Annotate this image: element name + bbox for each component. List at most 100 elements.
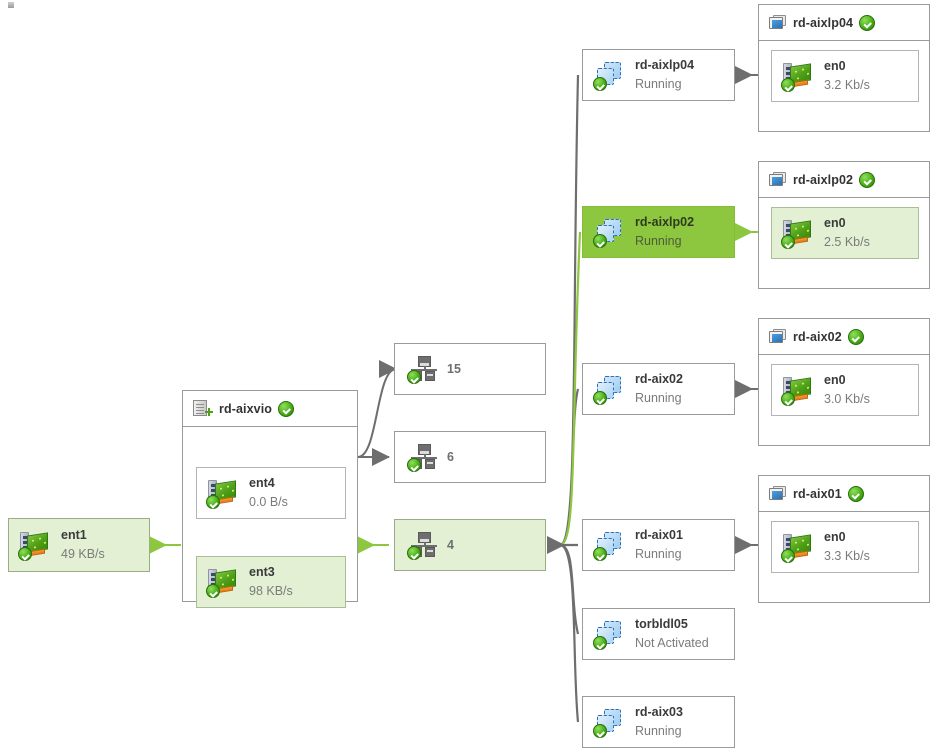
system-title: rd-aix02 — [793, 329, 842, 344]
system-icon — [769, 14, 787, 31]
adapter-en0[interactable]: en0 3.3 Kb/s — [771, 521, 919, 573]
system-title: rd-aixlp02 — [793, 172, 854, 187]
ok-check-icon — [593, 234, 607, 248]
lpar-node-rd-aixlp04[interactable]: rd-aixlp04 Running — [582, 49, 735, 101]
lpar-icon — [593, 708, 625, 738]
network-adapter-icon — [781, 62, 815, 92]
lpar-icon — [593, 218, 625, 248]
adapter-en0[interactable]: en0 3.0 Kb/s — [771, 364, 919, 416]
lpar-state: Running — [635, 546, 682, 561]
ok-check-icon — [206, 495, 220, 509]
lpar-icon — [593, 375, 625, 405]
adapter-rate: 3.3 Kb/s — [824, 548, 870, 563]
ok-check-icon — [18, 547, 32, 561]
adapter-name: en0 — [824, 215, 846, 230]
ok-check-icon — [781, 78, 795, 92]
lpar-icon — [593, 620, 625, 650]
lpar-node-rd-aixlp02[interactable]: rd-aixlp02 Running — [582, 206, 735, 258]
adapter-rate: 3.0 Kb/s — [824, 391, 870, 406]
corner-artifact — [8, 2, 14, 8]
vios-title: rd-aixvio — [219, 401, 272, 416]
system-panel-rd-aixlp04: rd-aixlp04 en0 3.2 Kb/s — [758, 4, 930, 132]
lpar-icon — [593, 531, 625, 561]
ok-check-icon — [593, 391, 607, 405]
lpar-state: Running — [635, 390, 682, 405]
lpar-node-torbldl05[interactable]: torbldl05 Not Activated — [582, 608, 735, 660]
ok-check-icon — [593, 547, 607, 561]
ok-check-icon — [407, 458, 421, 472]
network-adapter-icon — [206, 568, 240, 598]
vios-body: ent4 0.0 B/s ent3 98 KB/s — [183, 427, 357, 608]
lpar-state: Not Activated — [635, 635, 709, 650]
lpar-node-rd-aix02[interactable]: rd-aix02 Running — [582, 363, 735, 415]
adapter-en0[interactable]: en0 3.2 Kb/s — [771, 50, 919, 102]
adapter-rate: 49 KB/s — [61, 546, 105, 561]
system-title: rd-aixlp04 — [793, 15, 854, 30]
adapter-ent1[interactable]: ent1 49 KB/s — [8, 518, 150, 572]
lpar-name: rd-aixlp02 — [635, 214, 695, 229]
adapter-name: ent4 — [249, 475, 275, 490]
lpar-name: rd-aix01 — [635, 527, 683, 542]
lpar-state: Running — [635, 76, 682, 91]
network-adapter-icon — [18, 531, 52, 561]
ok-check-icon — [859, 14, 876, 31]
adapter-name: en0 — [824, 58, 846, 73]
vlan-switch-icon — [407, 444, 439, 472]
adapter-en0[interactable]: en0 2.5 Kb/s — [771, 207, 919, 259]
vlan-id: 4 — [447, 538, 454, 552]
lpar-name: rd-aix03 — [635, 704, 683, 719]
system-header[interactable]: rd-aix01 — [759, 476, 929, 512]
network-adapter-icon — [781, 219, 815, 249]
ok-check-icon — [847, 485, 864, 502]
vios-header[interactable]: rd-aixvio — [183, 391, 357, 427]
system-header[interactable]: rd-aix02 — [759, 319, 929, 355]
vlan-node-6[interactable]: 6 — [394, 431, 546, 483]
lpar-name: torbldl05 — [635, 616, 688, 631]
adapter-rate: 0.0 B/s — [249, 494, 288, 509]
system-body: en0 3.3 Kb/s — [759, 512, 929, 602]
adapter-rate: 2.5 Kb/s — [824, 234, 870, 249]
network-adapter-icon — [781, 533, 815, 563]
adapter-name: en0 — [824, 372, 846, 387]
lpar-node-rd-aix03[interactable]: rd-aix03 Running — [582, 696, 735, 748]
ok-check-icon — [278, 400, 294, 417]
adapter-name: ent1 — [61, 527, 87, 542]
adapter-ent4[interactable]: ent4 0.0 B/s — [196, 467, 346, 519]
vlan-node-15[interactable]: 15 — [394, 343, 546, 395]
system-icon — [769, 171, 787, 188]
network-adapter-icon — [781, 376, 815, 406]
rack-icon — [193, 400, 213, 417]
system-header[interactable]: rd-aixlp02 — [759, 162, 929, 198]
adapter-name: ent3 — [249, 564, 275, 579]
system-icon — [769, 328, 787, 345]
link-vlan4-to-lpars — [547, 74, 582, 723]
system-body: en0 3.2 Kb/s — [759, 41, 929, 131]
ok-check-icon — [593, 77, 607, 91]
vlan-switch-icon — [407, 356, 439, 384]
system-panel-rd-aix02: rd-aix02 en0 3.0 Kb/s — [758, 318, 930, 446]
adapter-name: en0 — [824, 529, 846, 544]
ok-check-icon — [781, 549, 795, 563]
vlan-node-4[interactable]: 4 — [394, 519, 546, 571]
lpar-state: Running — [635, 723, 682, 738]
system-panel-rd-aixlp02: rd-aixlp02 en0 2.5 Kb/s — [758, 161, 930, 289]
ok-check-icon — [593, 636, 607, 650]
system-header[interactable]: rd-aixlp04 — [759, 5, 929, 41]
ok-check-icon — [781, 235, 795, 249]
system-body: en0 3.0 Kb/s — [759, 355, 929, 445]
vlan-id: 6 — [447, 450, 454, 464]
lpar-name: rd-aix02 — [635, 371, 683, 386]
lpar-name: rd-aixlp04 — [635, 57, 695, 72]
link-ent4-to-vlan15 — [357, 360, 397, 458]
lpar-state: Running — [635, 233, 682, 248]
system-body: en0 2.5 Kb/s — [759, 198, 929, 288]
lpar-node-rd-aix01[interactable]: rd-aix01 Running — [582, 519, 735, 571]
vlan-switch-icon — [407, 532, 439, 560]
ok-check-icon — [781, 392, 795, 406]
system-panel-rd-aix01: rd-aix01 en0 3.3 Kb/s — [758, 475, 930, 603]
ok-check-icon — [847, 328, 864, 345]
vios-panel: rd-aixvio ent4 0.0 B/s — [182, 390, 358, 608]
adapter-ent3[interactable]: ent3 98 KB/s — [196, 556, 346, 608]
ok-check-icon — [206, 584, 220, 598]
system-title: rd-aix01 — [793, 486, 842, 501]
